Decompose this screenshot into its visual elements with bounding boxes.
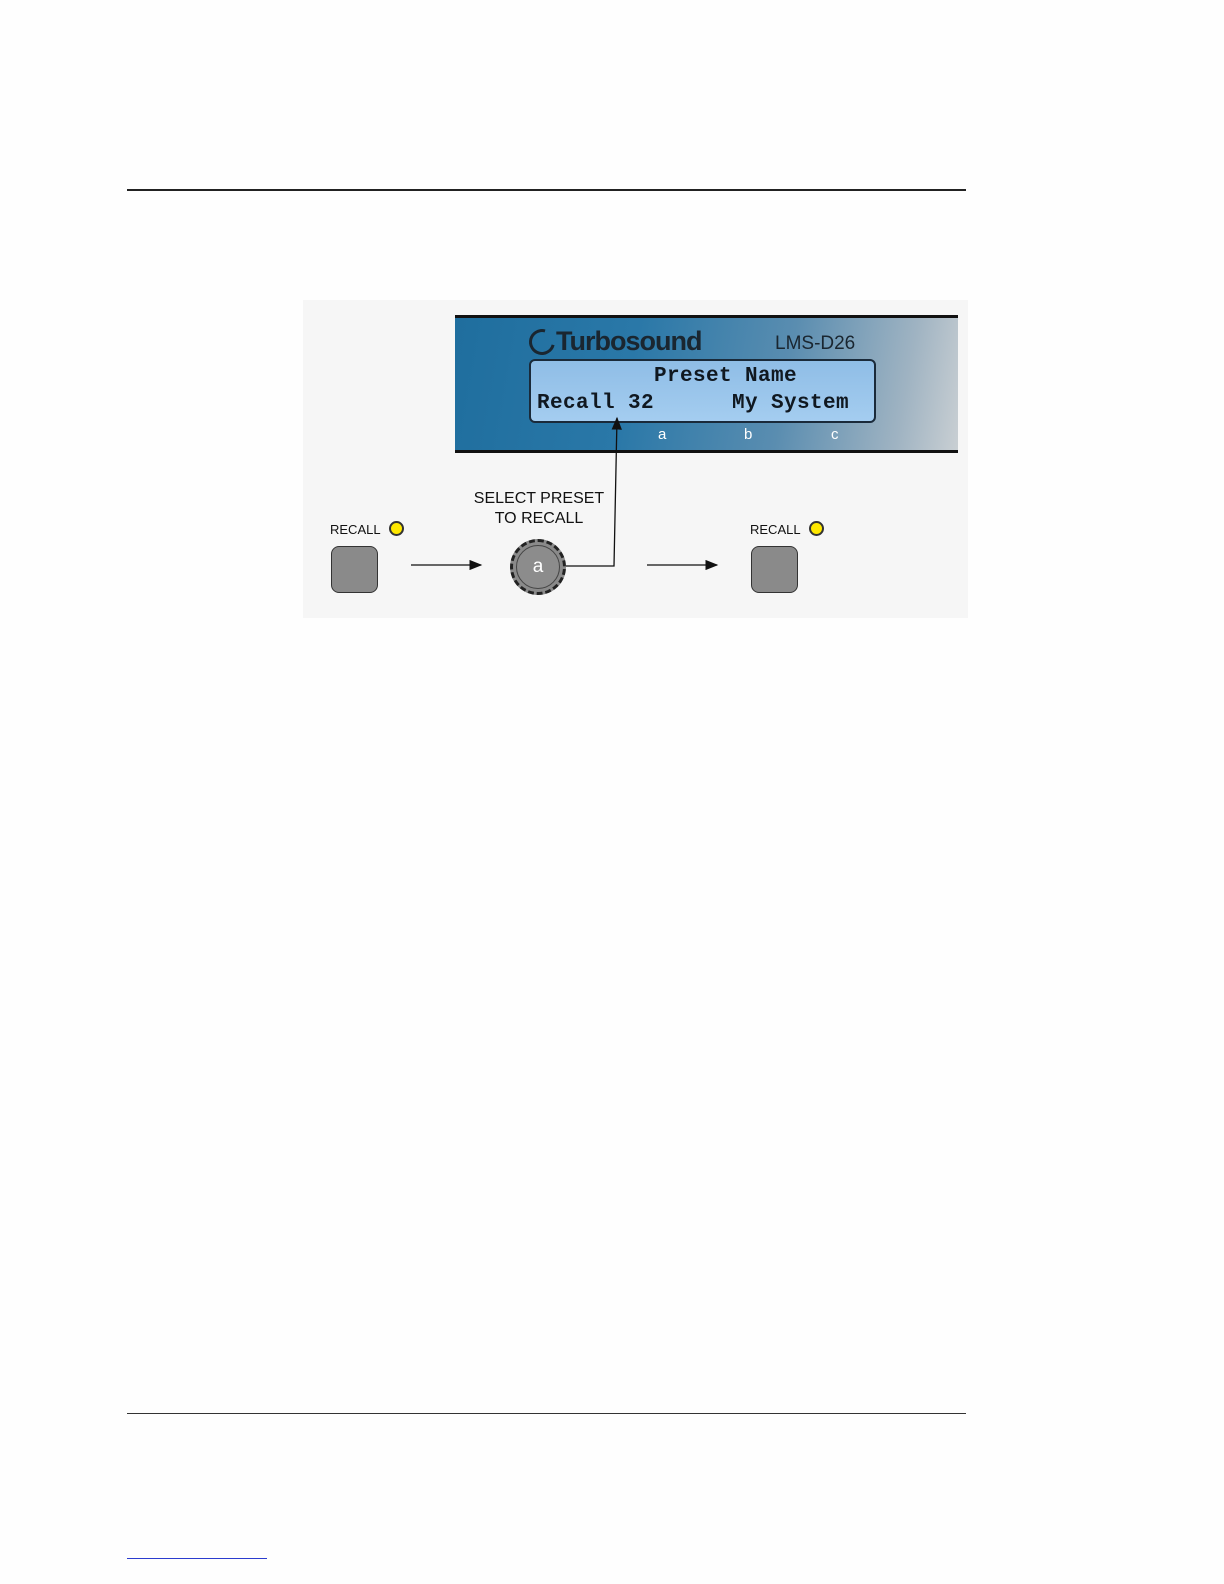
footer-rule	[127, 1413, 966, 1414]
footer-link-underline	[127, 1558, 267, 1559]
arrow-to-display	[566, 418, 617, 566]
